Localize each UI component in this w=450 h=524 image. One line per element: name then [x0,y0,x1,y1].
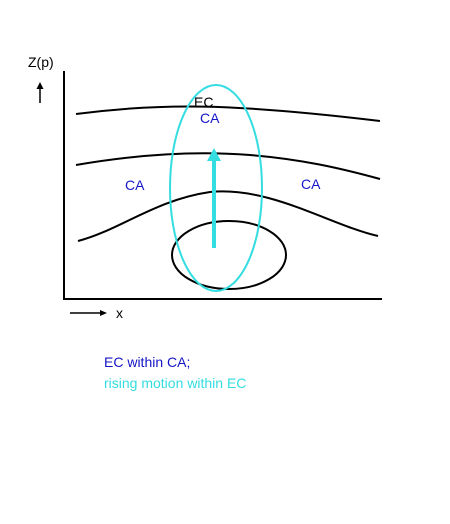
caption-rising-motion: rising motion within EC [104,375,247,391]
ca-label-left: CA [125,177,145,193]
y-axis-label: Z(p) [28,54,54,70]
x-axis-label: x [116,305,123,321]
closed-contour [171,220,287,290]
ca-label-right: CA [301,176,321,192]
caption-ec-within-ca: EC within CA; [104,354,191,370]
x-axis-arrow-icon [70,310,107,316]
ec-outline [169,84,263,292]
pressure-surface-lower [77,190,379,242]
pressure-surface-upper [75,105,381,122]
ec-label: EC [194,94,213,110]
y-axis-arrow-icon [36,82,44,103]
ca-label-center: CA [200,110,220,126]
pressure-surface-middle [75,152,381,180]
rising-motion-arrow-icon [207,148,221,248]
